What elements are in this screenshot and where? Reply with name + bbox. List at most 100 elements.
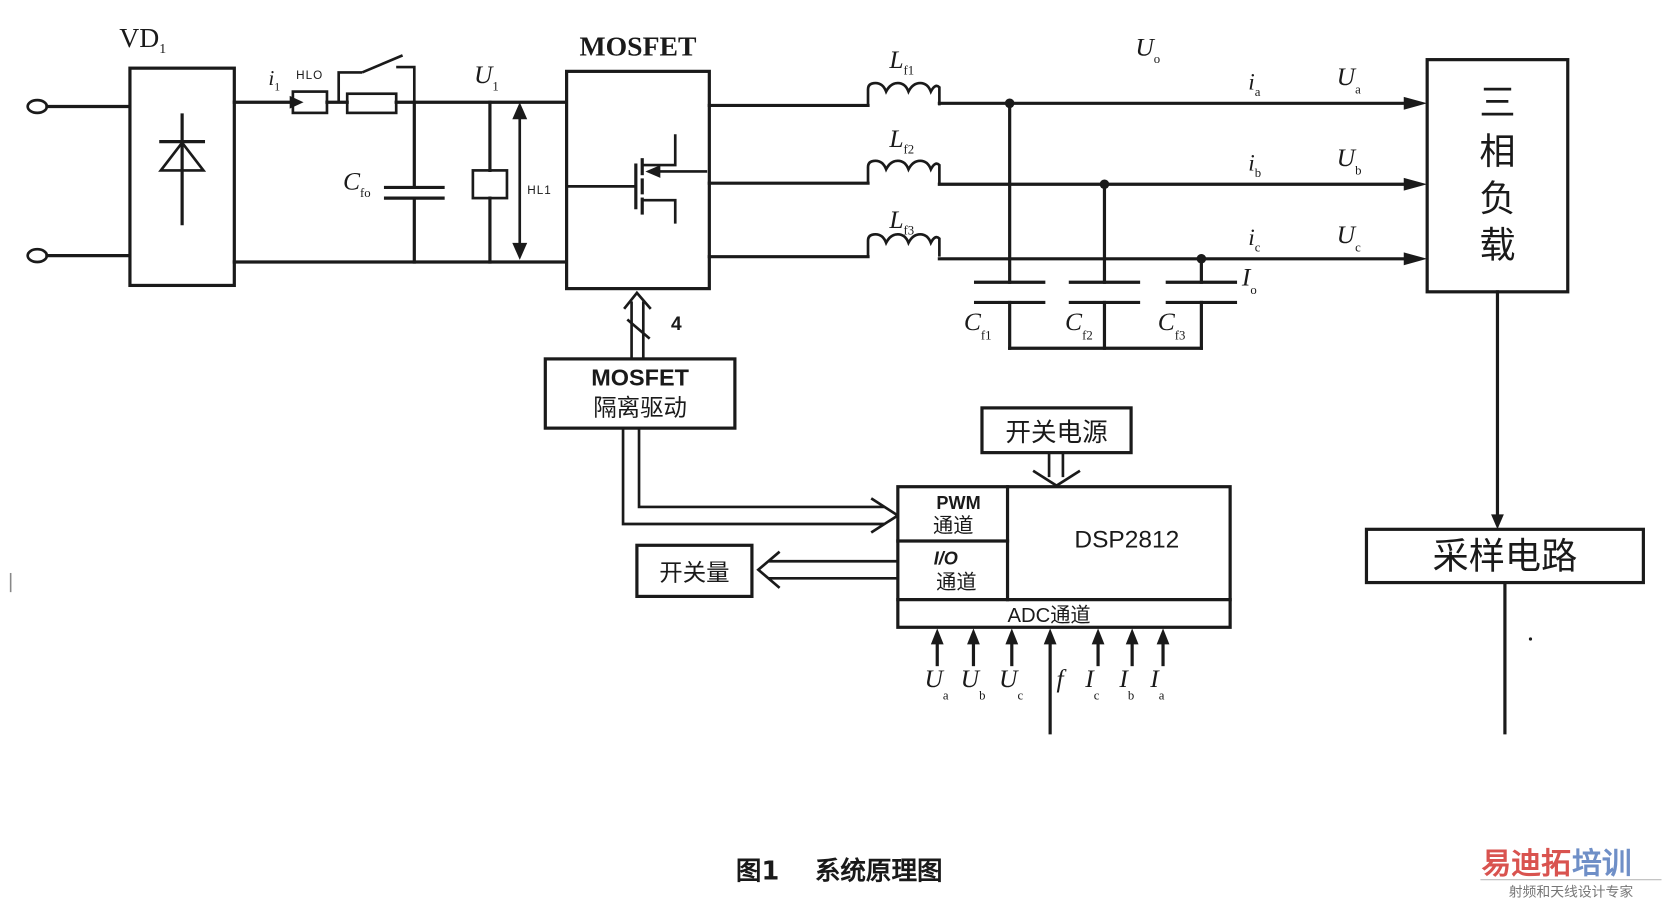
phase-a-labels: ia Ua (1248, 62, 1361, 99)
load-char: 三 (1479, 81, 1515, 124)
cf1-label: Cf1 (964, 307, 992, 343)
svg-text:ib: ib (1248, 150, 1261, 179)
inductor-lf1: Lf1 (866, 45, 941, 106)
adc-input-ub: Ub (961, 628, 986, 703)
adc-input-label: Ic (1084, 664, 1100, 703)
dc-cap-label: Cfo (343, 167, 371, 200)
mosfet-inverter-block: MOSFET (565, 30, 711, 291)
dsp-name: DSP2812 (1074, 526, 1179, 553)
arrow-right-icon (1403, 177, 1428, 191)
power-supply-label: 开关电源 (1005, 418, 1107, 448)
cf3-label: Cf3 (1158, 307, 1186, 343)
adc-input-label: Ua (924, 664, 948, 703)
watermark: 易迪拓 培训 射频和天线设计专家 (1480, 846, 1662, 901)
filter-capacitor-cf2: Cf2 (1065, 179, 1141, 350)
phase-b-labels: ib Ub (1248, 143, 1361, 180)
dc-link-voltage-label: U1 (474, 60, 499, 93)
rectifier-label: VD1 (119, 22, 166, 56)
gate-signal-bus: 4 (623, 290, 682, 358)
inductor-lf2-label: Lf2 (888, 124, 914, 156)
arrow-up-icon (1043, 628, 1057, 645)
watermark-brand-red: 易迪拓 (1481, 846, 1571, 881)
svg-text:Ub: Ub (1337, 143, 1362, 178)
watermark-tagline: 射频和天线设计专家 (1509, 884, 1634, 901)
inverter-title: MOSFET (580, 30, 697, 61)
adc-input-label: f (1057, 664, 1068, 693)
adc-input-label: Ib (1118, 664, 1134, 703)
svg-text:Uc: Uc (1337, 220, 1361, 255)
mosfet-driver-block: MOSFET 隔离驱动 (543, 357, 737, 430)
arrow-up-icon (930, 628, 944, 645)
driver-line2: 隔离驱动 (593, 393, 687, 421)
bus-slash-icon (626, 318, 651, 340)
adc-input-ic: Ic (1084, 628, 1105, 703)
adc-channel-label: ADC通道 (1008, 604, 1091, 627)
io-bus (756, 550, 898, 589)
input-current-label: i1 (268, 66, 280, 93)
svg-text:ic: ic (1248, 225, 1261, 254)
arrow-up-icon (1091, 628, 1105, 645)
inductor-lf3: Lf3 (866, 205, 941, 257)
ac-input-terminal-top (26, 98, 132, 115)
switch-power-supply-block: 开关电源 (980, 406, 1133, 455)
svg-text:Ua: Ua (1337, 62, 1361, 97)
inductor-lf2: Lf2 (866, 124, 941, 184)
filter-capacitor-cf1: Cf1 (964, 98, 1046, 350)
arrow-up-icon (967, 628, 980, 645)
io-channel-sublabel: 通道 (936, 570, 976, 594)
adc-input-label: Ub (961, 664, 986, 703)
switch-io-label: 开关量 (659, 558, 729, 586)
watermark-brand-blue: 培训 (1572, 846, 1632, 881)
arrow-right-icon (1403, 252, 1428, 266)
hl1-label: HL1 (527, 184, 552, 197)
diode-icon (158, 113, 207, 226)
scan-speck (1528, 637, 1533, 641)
adc-input-ia: Ia (1149, 628, 1170, 703)
load-char: 相 (1479, 130, 1515, 173)
arrow-up-icon (1156, 628, 1170, 645)
pwm-bus (621, 428, 901, 534)
power-arrow-icon (1032, 452, 1081, 488)
bus-width-label: 4 (671, 314, 682, 335)
arrow-down-icon (1491, 514, 1504, 530)
adc-input-arrows: Ua Ub Uc f Ic Ib Ia (924, 628, 1170, 735)
dsp-block: DSP2812 PWM 通道 I/O 通道 ADC通道 (896, 485, 1232, 629)
adc-input-ua: Ua (924, 628, 949, 703)
pwm-channel-label: PWM (936, 493, 980, 513)
mosfet-transistor-icon (567, 134, 708, 224)
dc-voltage-arrow-icon (512, 102, 528, 260)
adc-input-label: Uc (999, 664, 1023, 703)
adc-input-f: f (1043, 628, 1068, 735)
dc-link-capacitor: Cfo (343, 100, 445, 264)
figure-caption: 图1 系统原理图 (736, 857, 943, 887)
phase-c-labels: ic Uc (1248, 220, 1361, 255)
arrow-up-icon (1125, 628, 1139, 645)
svg-text:ia: ia (1248, 69, 1261, 98)
sampling-circuit-block: 采样电路 (1364, 527, 1645, 585)
io-channel-label: I/O (934, 548, 958, 568)
load-char: 负 (1479, 177, 1515, 220)
pwm-channel-sublabel: 通道 (933, 514, 973, 538)
arrow-up-icon (1005, 628, 1019, 645)
fuse-hl0: HLO (291, 69, 329, 115)
filter-capacitor-cf3: Cf3 (1158, 254, 1238, 350)
hl0-label: HLO (296, 69, 323, 82)
rectifier-block: VD1 (119, 22, 236, 288)
output-current-label: Io (1241, 262, 1257, 297)
switch-io-block: 开关量 (635, 543, 754, 599)
voltage-sensor (471, 100, 509, 264)
sampling-label: 采样电路 (1433, 535, 1578, 578)
precharge-resistor (345, 92, 398, 115)
adc-input-label: Ia (1149, 664, 1165, 703)
adc-input-uc: Uc (999, 628, 1023, 703)
inductor-lf3-label: Lf3 (888, 205, 914, 237)
three-phase-load-block: 三 相 负 载 (1425, 58, 1570, 294)
driver-line1: MOSFET (591, 365, 689, 391)
adc-input-ib: Ib (1118, 628, 1139, 703)
load-char: 载 (1479, 224, 1515, 267)
output-voltage-label: Uo (1135, 32, 1160, 65)
bypass-switch-icon (337, 54, 416, 103)
inductor-lf1-label: Lf1 (888, 45, 914, 77)
